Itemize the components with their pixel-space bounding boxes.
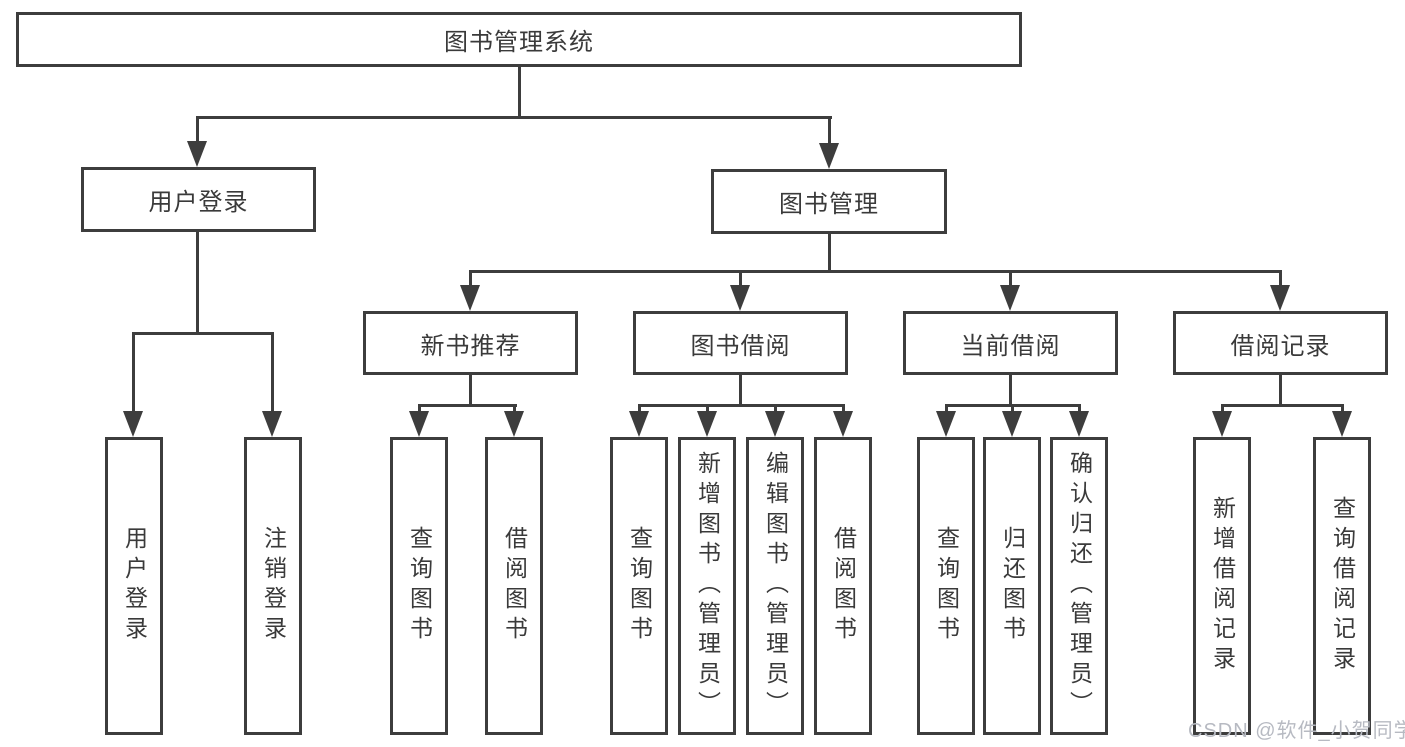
- connector-line: [132, 332, 135, 412]
- node-borrow-records: 借阅记录: [1173, 311, 1388, 375]
- node-current-borrow-label: 当前借阅: [960, 332, 1061, 360]
- arrowhead-down-icon: [730, 285, 750, 311]
- leaf-query-books-current-label: 查询图书: [933, 526, 960, 646]
- connector-line: [774, 404, 777, 414]
- leaf-edit-books-admin-label: 编辑图书（管理员）: [762, 451, 789, 721]
- csdn-watermark: CSDN @软件_小贺同学: [1188, 720, 1405, 742]
- connector-line: [469, 270, 472, 288]
- connector-line: [469, 270, 1282, 273]
- leaf-return-books-label: 归还图书: [999, 526, 1026, 646]
- leaf-query-books-borrow-label: 查询图书: [626, 526, 653, 646]
- connector-line: [518, 66, 521, 119]
- leaf-query-borrow-record-label: 查询借阅记录: [1329, 496, 1356, 676]
- node-current-borrow: 当前借阅: [903, 311, 1118, 375]
- connector-line: [1221, 404, 1224, 414]
- connector-line: [1078, 404, 1081, 414]
- arrowhead-down-icon: [1002, 411, 1022, 437]
- arrowhead-down-icon: [460, 285, 480, 311]
- arrowhead-down-icon: [819, 143, 839, 169]
- arrowhead-down-icon: [1332, 411, 1352, 437]
- connector-line: [513, 404, 516, 414]
- root-node-library-system: 图书管理系统: [16, 12, 1022, 67]
- connector-line: [1009, 270, 1012, 288]
- leaf-add-books-admin: 新增图书（管理员）: [678, 437, 736, 735]
- leaf-confirm-return-admin: 确认归还（管理员）: [1050, 437, 1108, 735]
- leaf-borrow-books-recommend: 借阅图书: [485, 437, 543, 735]
- connector-line: [196, 232, 199, 335]
- node-book-management: 图书管理: [711, 169, 947, 234]
- node-user-login-label: 用户登录: [148, 189, 249, 216]
- arrowhead-down-icon: [1069, 411, 1089, 437]
- connector-line: [1011, 404, 1014, 414]
- connector-line: [1221, 404, 1343, 407]
- connector-line: [1279, 270, 1282, 288]
- node-new-book-recommend-label: 新书推荐: [420, 332, 521, 360]
- leaf-add-books-admin-label: 新增图书（管理员）: [694, 451, 721, 721]
- connector-line: [828, 234, 831, 273]
- arrowhead-down-icon: [187, 141, 207, 167]
- leaf-query-books-recommend-label: 查询图书: [406, 526, 433, 646]
- leaf-logout: 注销登录: [244, 437, 302, 735]
- node-user-login: 用户登录: [81, 167, 316, 232]
- arrowhead-down-icon: [936, 411, 956, 437]
- connector-line: [739, 375, 742, 407]
- connector-line: [469, 375, 472, 407]
- leaf-borrow-books-recommend-label: 借阅图书: [501, 526, 528, 646]
- arrowhead-down-icon: [123, 411, 143, 437]
- node-new-book-recommend: 新书推荐: [363, 311, 578, 375]
- leaf-add-borrow-record: 新增借阅记录: [1193, 437, 1251, 735]
- leaf-query-books-recommend: 查询图书: [390, 437, 448, 735]
- leaf-user-login-label: 用户登录: [121, 526, 148, 646]
- arrowhead-down-icon: [262, 411, 282, 437]
- arrowhead-down-icon: [697, 411, 717, 437]
- arrowhead-down-icon: [1270, 285, 1290, 311]
- leaf-user-login: 用户登录: [105, 437, 163, 735]
- leaf-borrow-books-label: 借阅图书: [830, 526, 857, 646]
- arrowhead-down-icon: [504, 411, 524, 437]
- connector-line: [842, 404, 845, 414]
- leaf-logout-label: 注销登录: [260, 526, 287, 646]
- leaf-query-books-current: 查询图书: [917, 437, 975, 735]
- connector-line: [196, 116, 832, 119]
- arrowhead-down-icon: [1212, 411, 1232, 437]
- arrowhead-down-icon: [629, 411, 649, 437]
- node-borrow-records-label: 借阅记录: [1230, 332, 1331, 360]
- connector-line: [739, 270, 742, 288]
- leaf-query-borrow-record: 查询借阅记录: [1313, 437, 1371, 735]
- arrowhead-down-icon: [765, 411, 785, 437]
- leaf-query-books-borrow: 查询图书: [610, 437, 668, 735]
- root-node-label: 图书管理系统: [444, 29, 594, 56]
- connector-line: [1341, 404, 1344, 414]
- connector-line: [196, 116, 199, 144]
- arrowhead-down-icon: [409, 411, 429, 437]
- connector-line: [418, 404, 421, 414]
- leaf-confirm-return-admin-label: 确认归还（管理员）: [1066, 451, 1093, 721]
- connector-line: [418, 404, 517, 407]
- connector-line: [638, 404, 641, 414]
- leaf-return-books: 归还图书: [983, 437, 1041, 735]
- connector-line: [706, 404, 709, 414]
- connector-line: [1279, 375, 1282, 407]
- connector-line: [638, 404, 844, 407]
- arrowhead-down-icon: [1000, 285, 1020, 311]
- connector-line: [271, 332, 274, 412]
- connector-line: [828, 116, 831, 144]
- leaf-borrow-books: 借阅图书: [814, 437, 872, 735]
- node-book-borrow-label: 图书借阅: [690, 332, 791, 360]
- node-book-borrow: 图书借阅: [633, 311, 848, 375]
- node-book-management-label: 图书管理: [779, 191, 879, 218]
- connector-line: [1009, 375, 1012, 407]
- leaf-add-borrow-record-label: 新增借阅记录: [1209, 496, 1236, 676]
- leaf-edit-books-admin: 编辑图书（管理员）: [746, 437, 804, 735]
- arrowhead-down-icon: [833, 411, 853, 437]
- connector-line: [945, 404, 948, 414]
- connector-line: [132, 332, 274, 335]
